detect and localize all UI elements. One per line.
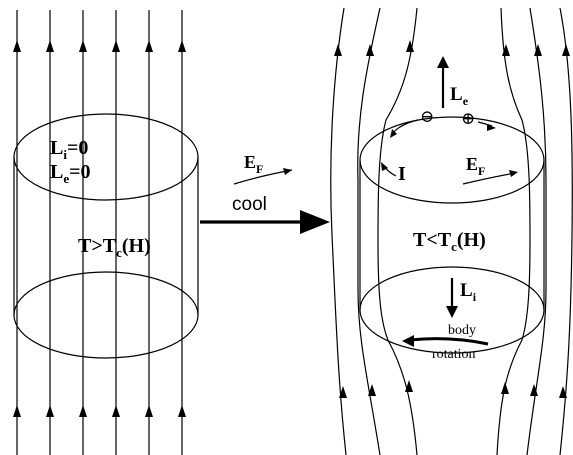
up-arrowhead [46,40,54,52]
left-li-label: Li=0 [50,137,88,162]
left-le-label: Le=0 [50,161,91,186]
left-cylinder-bottom [13,271,199,359]
up-arrowhead [178,405,186,417]
body-rotation-arrowhead [402,335,414,347]
body-rotation-arrow [409,337,489,346]
right-field-line [357,7,381,455]
right-field-line [559,7,573,455]
up-arrowhead [406,40,414,52]
right-ef-label: EF [466,154,485,178]
up-arrowhead [534,44,542,56]
left-field-lines [16,10,183,455]
up-arrowhead [501,382,509,394]
plus-charge: ⊕ [461,109,475,128]
left-temperature-label: T>Tc(H) [78,235,151,260]
up-arrowhead [79,405,87,417]
up-arrowhead [13,405,21,417]
up-arrowhead [112,40,120,52]
up-arrowhead [368,384,376,396]
li-arrowhead [446,306,458,318]
left-panel: Li=0 Le=0 T>Tc(H) [13,10,199,455]
right-ef-arrow [462,172,516,185]
right-li-label: Li [460,280,477,304]
left-cylinder [13,113,199,359]
rotation-label: rotation [432,347,476,362]
right-field-line [377,7,418,455]
middle-panel: EF cool [200,152,330,234]
cool-arrowhead [300,210,330,234]
up-arrowhead [502,44,510,56]
up-arrowhead [79,40,87,52]
electron-flow-arrowhead [390,129,397,138]
up-arrowhead [405,380,413,392]
le-arrowhead [437,56,449,68]
middle-ef-arrowhead [283,168,292,175]
minus-charge: ⊖ [420,107,434,126]
right-field-line [496,7,531,455]
up-arrowhead [178,40,186,52]
up-arrowhead [366,44,374,56]
right-field-arrowheads [334,40,570,398]
up-arrowhead [112,405,120,417]
ion-flow-arrowhead [487,124,496,131]
right-panel: Le ⊖ ⊕ I EF T<Tc(H) Li body rotation [330,7,573,455]
up-arrowhead [13,40,21,52]
up-arrowhead [334,44,342,56]
cool-label: cool [232,194,267,215]
current-arrowhead [381,162,388,171]
up-arrowhead [145,40,153,52]
right-field-line [330,7,347,455]
electron-flow-arrow [391,119,419,135]
right-field-lines [330,7,573,455]
right-cylinder [359,116,545,354]
up-arrowhead [145,405,153,417]
right-ef-arrowhead [509,170,518,177]
up-arrowhead [46,405,54,417]
up-arrowhead [339,386,347,398]
up-arrowhead [562,44,570,56]
left-cylinder-top [13,113,199,201]
right-cylinder-top [359,116,545,204]
up-arrowhead [530,384,538,396]
middle-ef-label: EF [244,152,263,176]
left-field-arrowheads [13,40,186,417]
right-le-label: Le [450,84,469,108]
ion-flow-arrow [477,121,493,127]
body-label: body [448,323,476,338]
right-temperature-label: T<Tc(H) [413,229,486,254]
current-label: I [398,163,406,185]
up-arrowhead [559,386,567,398]
